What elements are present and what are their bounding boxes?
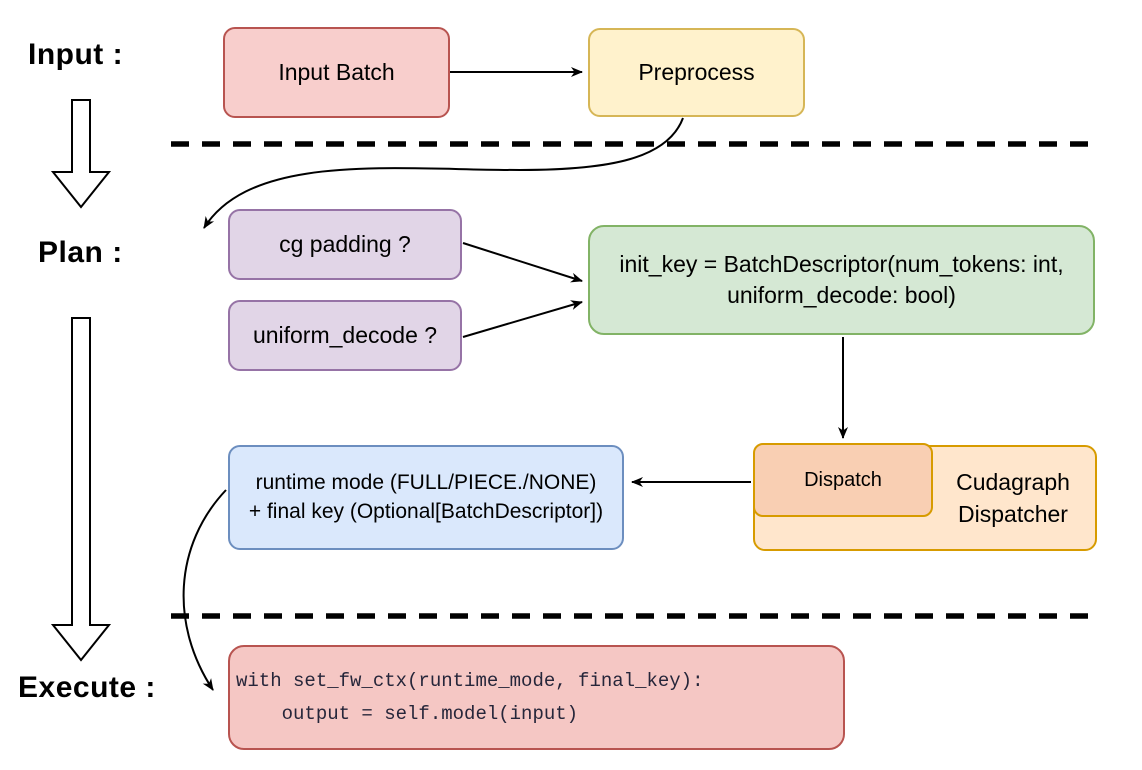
- runtime-mode-node: runtime mode (FULL/PIECE./NONE) + final …: [228, 445, 624, 550]
- arrow-preprocess-to-plan: [203, 117, 684, 229]
- execute-code-node: with set_fw_ctx(runtime_mode, final_key)…: [228, 645, 845, 750]
- uniform-decode-node: uniform_decode ?: [228, 300, 462, 371]
- runtime-mode-line2: + final key (Optional[BatchDescriptor]): [248, 499, 604, 523]
- input-batch-label: Input Batch: [278, 58, 395, 85]
- execute-code-line2: output = self.model(input): [236, 702, 579, 725]
- cudagraph-dispatcher-line1: Cudagraph: [956, 468, 1070, 495]
- arrow-cgpadding-to-initkey: [462, 242, 583, 283]
- stage-arrow-plan-to-execute: [50, 317, 112, 662]
- stage-label-execute: Execute :: [18, 671, 156, 704]
- arrow-runtimemode-to-execute: [182, 489, 227, 691]
- dispatch-label: Dispatch: [804, 468, 882, 491]
- init-key-line1: init_key = BatchDescriptor(num_tokens: i…: [619, 250, 1064, 277]
- init-key-line2: uniform_decode: bool): [727, 282, 956, 308]
- dispatch-node: Dispatch: [753, 443, 933, 517]
- runtime-mode-line1: runtime mode (FULL/PIECE./NONE): [255, 471, 597, 495]
- cg-padding-label: cg padding ?: [279, 230, 411, 257]
- arrow-uniformdecode-to-initkey: [462, 300, 583, 338]
- preprocess-label: Preprocess: [638, 58, 755, 85]
- uniform-decode-label: uniform_decode ?: [252, 321, 438, 348]
- init-key-node: init_key = BatchDescriptor(num_tokens: i…: [588, 225, 1095, 335]
- cg-padding-node: cg padding ?: [228, 209, 462, 280]
- cudagraph-dispatcher-line2: Dispatcher: [958, 501, 1068, 527]
- input-batch-node: Input Batch: [223, 27, 450, 118]
- stage-label-input: Input :: [28, 38, 124, 71]
- stage-label-plan: Plan :: [38, 236, 123, 269]
- stage-arrow-input-to-plan: [50, 99, 112, 209]
- execute-code-line1: with set_fw_ctx(runtime_mode, final_key)…: [236, 670, 704, 693]
- preprocess-node: Preprocess: [588, 28, 805, 117]
